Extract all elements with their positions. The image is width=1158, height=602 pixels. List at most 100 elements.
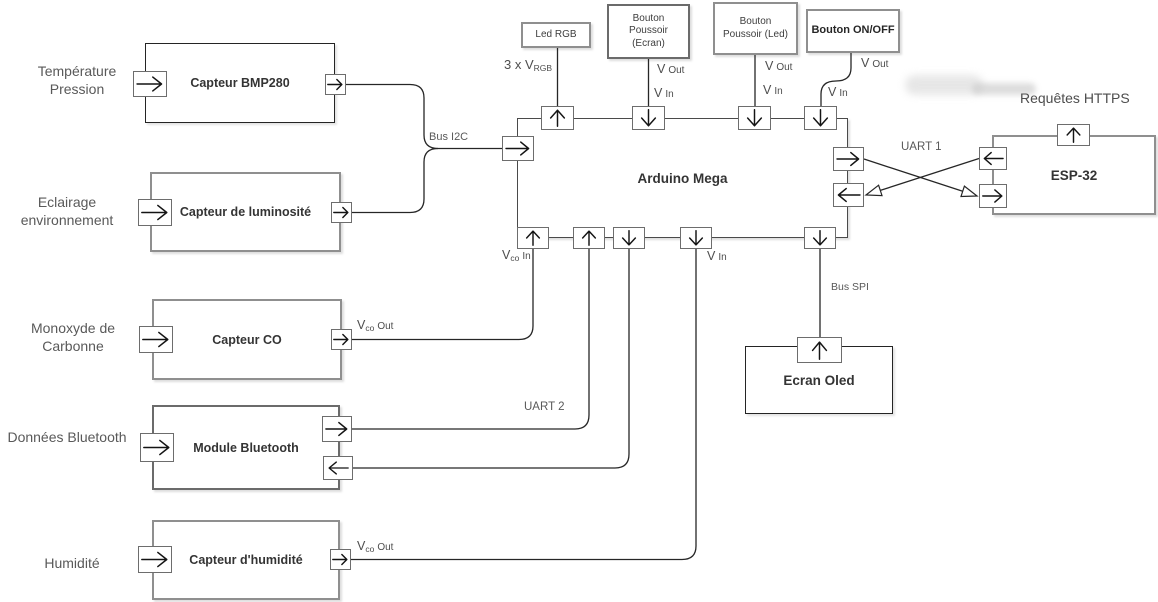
label-humidite: Humidité — [44, 555, 100, 571]
node-module-bluetooth: Module Bluetooth — [152, 405, 340, 490]
arrow-down-icon — [621, 230, 637, 246]
arduino-port-vin-humidite — [680, 227, 712, 249]
label-temperature-pression: Température Pression — [37, 63, 117, 97]
arrow-down-icon — [640, 109, 657, 127]
wire-label-bus-i2c: Bus I2C — [429, 131, 469, 143]
arrow-right-icon — [136, 76, 163, 92]
node-title: Module Bluetooth — [193, 440, 299, 455]
uart1-rx-arrowhead — [864, 184, 883, 197]
node-title: Capteur d'humidité — [189, 553, 303, 567]
arrow-right-icon — [142, 331, 169, 348]
arduino-port-uart2-rx — [573, 227, 605, 249]
port-bluetooth-tx — [322, 416, 352, 442]
arduino-port-i2c-in — [502, 136, 534, 161]
wire-co-vco — [352, 249, 534, 341]
pin-label-3xvrgb: 3 x VRGB — [504, 57, 553, 73]
arrow-up-icon — [525, 230, 541, 246]
port-humidite-out — [330, 549, 351, 570]
node-title: Bouton Poussoir (Led) — [722, 16, 789, 40]
node-esp32: ESP-32 — [992, 135, 1156, 215]
port-bmp280-in — [133, 71, 167, 97]
wire-luminosite-i2c — [352, 147, 439, 214]
node-bouton-onoff: Bouton ON/OFF — [806, 9, 900, 53]
port-luminosite-in — [138, 199, 172, 226]
arduino-port-vin-led — [738, 106, 771, 130]
arrow-left-icon — [837, 187, 861, 203]
arrow-right-icon — [325, 421, 348, 437]
node-title: Bouton Poussoir (Ecran) — [629, 12, 668, 49]
label-requetes-https: Requêtes HTTPS — [1020, 90, 1130, 106]
wire-uart1-tx — [863, 158, 963, 192]
arrow-right-icon — [836, 151, 860, 167]
wire-bluetooth-uart2-tx — [352, 249, 590, 430]
esp32-port-https-out — [1057, 124, 1090, 146]
arduino-port-vin-onoff — [804, 106, 837, 130]
shadow-artifact — [905, 75, 983, 95]
label-monoxyde-carbonne: Monoxyde de Carbonne — [30, 320, 116, 354]
wire-bluetooth-uart2-rx — [353, 249, 630, 469]
arduino-port-uart2-tx — [613, 227, 645, 249]
arduino-port-spi-out — [804, 227, 836, 249]
port-humidite-in — [138, 546, 172, 573]
wire-bmp280-i2c — [346, 83, 502, 150]
label-eclairage-environnement: Eclairage environnement — [20, 194, 114, 228]
arrow-right-icon — [333, 333, 349, 346]
arduino-port-vin-ecran — [632, 106, 665, 130]
arrow-up-icon — [549, 109, 566, 127]
arrow-right-icon — [982, 189, 1003, 203]
uart1-tx-arrowhead — [960, 185, 979, 198]
wire-label-bus-spi: Bus SPI — [831, 281, 869, 293]
node-title: Capteur de luminosité — [179, 205, 312, 219]
arduino-port-uart1-rx — [833, 183, 864, 207]
arrow-right-icon — [333, 206, 349, 219]
node-title: Capteur CO — [212, 332, 282, 347]
arduino-port-vco-in — [517, 227, 549, 249]
node-bouton-poussoir-led: Bouton Poussoir (Led) — [713, 2, 798, 55]
arrow-left-icon — [983, 151, 1004, 166]
port-co-in — [139, 326, 173, 353]
shadow-artifact — [972, 83, 1036, 95]
wire-label-uart2: UART 2 — [524, 401, 565, 413]
arrow-down-icon — [812, 230, 828, 246]
port-luminosite-out — [331, 202, 352, 223]
wire-humidite-vin — [351, 249, 697, 561]
wire-label-uart1: UART 1 — [901, 141, 942, 153]
node-ecran-oled: Ecran Oled — [745, 346, 893, 414]
oled-port-spi-in — [797, 337, 842, 363]
arrow-up-icon — [811, 341, 828, 360]
port-co-out — [331, 329, 352, 350]
arrow-down-icon — [812, 109, 829, 127]
arrow-right-icon — [505, 141, 530, 156]
node-title: Capteur BMP280 — [190, 76, 290, 90]
wire-bouton-onoff — [820, 53, 852, 106]
arrow-right-icon — [332, 553, 348, 566]
arrow-down-icon — [746, 109, 763, 127]
arrow-down-icon — [688, 230, 704, 246]
arrow-right-icon — [141, 204, 168, 221]
port-bluetooth-in — [140, 433, 174, 462]
arduino-port-uart1-tx — [833, 147, 864, 171]
arrow-up-icon — [1066, 127, 1081, 143]
arrow-left-icon — [328, 461, 349, 475]
port-bmp280-out — [325, 74, 346, 95]
node-bouton-poussoir-ecran: Bouton Poussoir (Ecran) — [607, 4, 690, 59]
label-donnees-bluetooth: Données Bluetooth — [7, 429, 127, 445]
node-led-rgb: Led RGB — [521, 22, 591, 48]
arduino-port-rgb-out — [541, 106, 574, 130]
arrow-right-icon — [143, 439, 170, 456]
wire-uart1-rx — [880, 157, 980, 192]
esp32-port-uart1-tx — [979, 147, 1007, 170]
arrow-right-icon — [141, 551, 168, 568]
